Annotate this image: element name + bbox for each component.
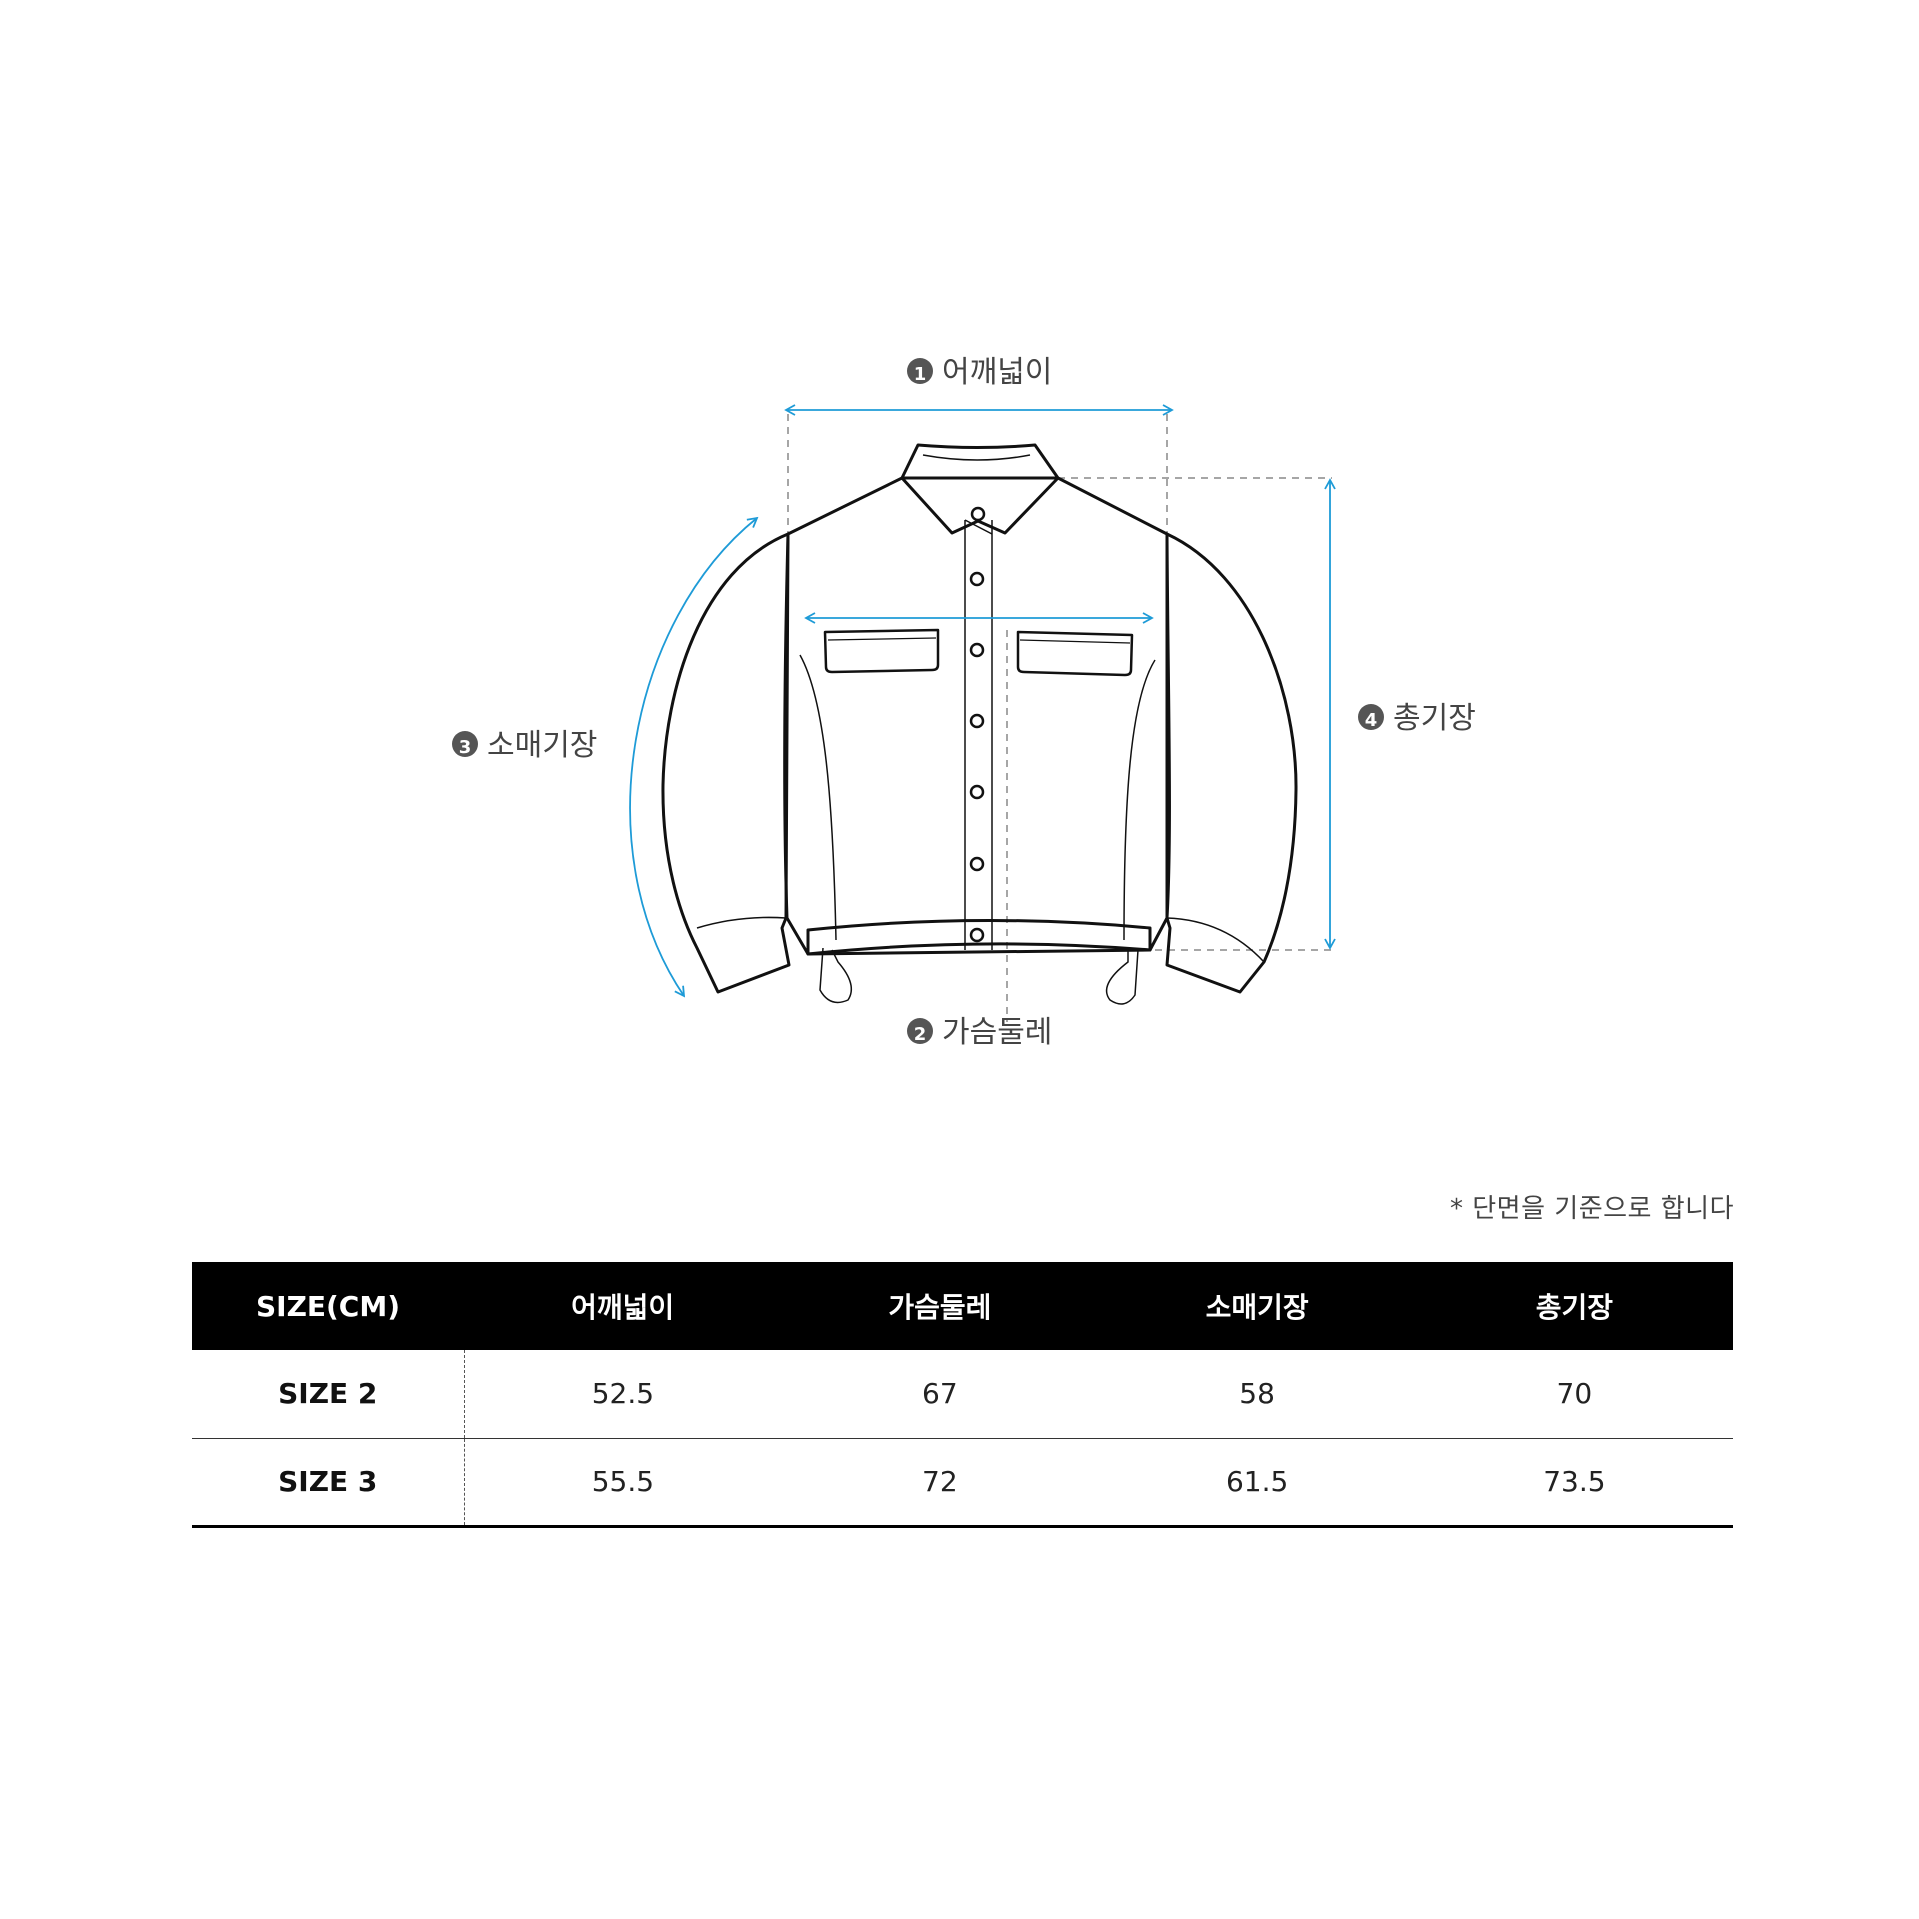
cell-sleeve: 61.5 — [1098, 1437, 1416, 1528]
badge-4-num: 4 — [1365, 710, 1378, 731]
row-size-label: SIZE 2 — [192, 1350, 465, 1438]
badge-2 — [907, 1018, 933, 1044]
badge-1-num: 1 — [914, 364, 927, 385]
badge-1 — [907, 358, 933, 384]
cell-chest: 72 — [781, 1437, 1099, 1528]
badge-3 — [452, 731, 478, 757]
label-length-text: 총기장 — [1393, 701, 1476, 736]
sleeve-arrow — [629, 516, 759, 998]
header-sleeve: 소매기장 — [1205, 1291, 1309, 1324]
badge-2-num: 2 — [914, 1024, 927, 1045]
header-size: SIZE(CM) — [255, 1289, 401, 1323]
cell-shoulder: 55.5 — [464, 1437, 782, 1528]
label-shoulder-text: 어깨넓이 — [942, 355, 1052, 390]
label-chest-text: 가슴둘레 — [942, 1015, 1052, 1050]
label-shoulder: 1 어깨넓이 — [907, 355, 1052, 390]
guide-lines — [787, 414, 1332, 1022]
header-shoulder: 어깨넓이 — [571, 1291, 675, 1324]
badge-3-num: 3 — [459, 737, 472, 758]
jacket-details — [696, 454, 1265, 1005]
table-row: SIZE 2 52.5 67 58 70 — [192, 1350, 1733, 1438]
header-chest: 가슴둘레 — [888, 1291, 992, 1324]
header-length: 총기장 — [1535, 1291, 1614, 1324]
cell-chest: 67 — [922, 1377, 958, 1411]
right-sleeve — [1165, 532, 1298, 994]
size-table: SIZE(CM) 어깨넓이 가슴둘레 소매기장 총기장 SIZE 2 52.5 … — [192, 1262, 1733, 1528]
chest-pockets — [823, 628, 1134, 677]
cell-length: 73.5 — [1415, 1437, 1733, 1528]
measurement-arrows — [629, 404, 1336, 998]
measurement-note: * 단면을 기준으로 합니다 — [1450, 1194, 1734, 1224]
waistband — [806, 918, 1152, 956]
cell-shoulder: 52.5 — [591, 1377, 655, 1411]
label-chest: 2 가슴둘레 — [907, 1015, 1052, 1050]
cell-sleeve: 58 — [1239, 1377, 1275, 1411]
buttons — [969, 506, 986, 943]
row-size-label: SIZE 3 — [192, 1437, 465, 1528]
label-length: 4 총기장 — [1358, 701, 1476, 736]
label-sleeve: 3 소매기장 — [452, 728, 597, 763]
table-row: SIZE 3 55.5 72 61.5 73.5 — [192, 1437, 1733, 1528]
table-header-row: SIZE(CM) 어깨넓이 가슴둘레 소매기장 총기장 — [192, 1262, 1733, 1350]
badge-4 — [1358, 704, 1384, 730]
left-sleeve — [661, 532, 791, 994]
cell-length: 70 — [1556, 1377, 1593, 1411]
collar — [900, 443, 1060, 535]
label-sleeve-text: 소매기장 — [487, 728, 597, 763]
